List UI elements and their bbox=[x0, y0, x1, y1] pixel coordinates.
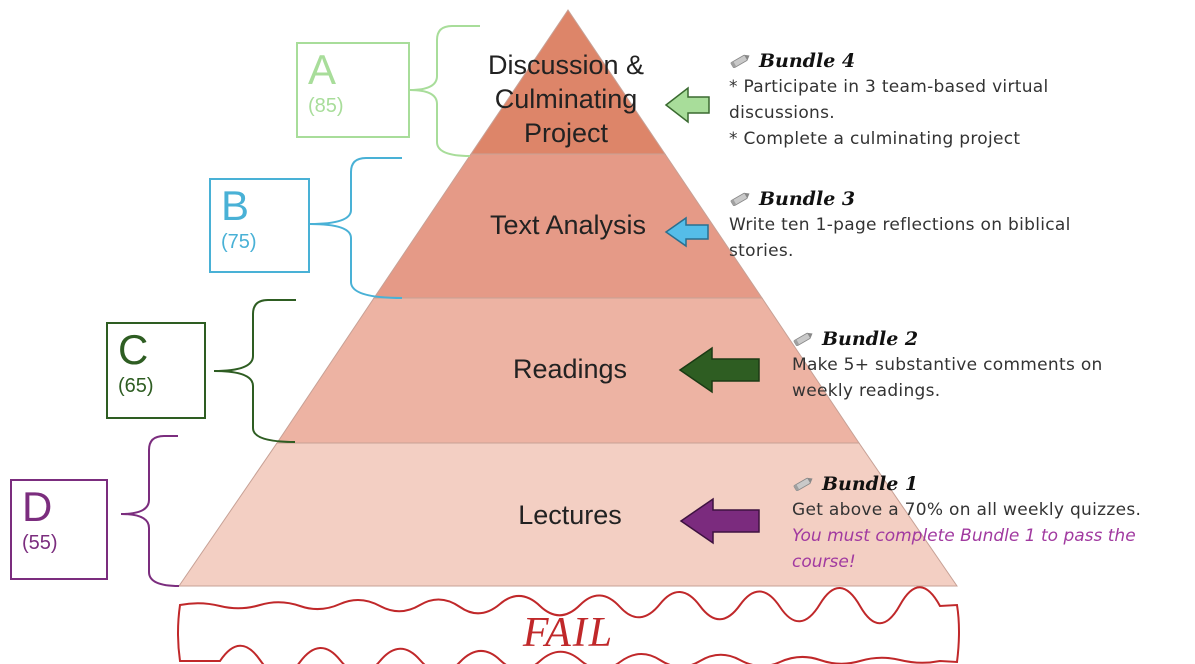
layer-label-lectures: Lectures bbox=[470, 498, 670, 532]
arrow-readings bbox=[678, 346, 760, 394]
layer-label-text-analysis-line-1: Text Analysis bbox=[489, 210, 647, 240]
bundle-4-title: Bundle 4 bbox=[759, 50, 856, 72]
bundle-4: Bundle 4 * Participate in 3 team-based v… bbox=[729, 48, 1179, 152]
layer-label-discussion: Discussion & Culminating Project bbox=[460, 48, 672, 150]
bundle-3-title: Bundle 3 bbox=[759, 188, 856, 210]
layer-label-readings: Readings bbox=[470, 352, 670, 386]
bundle-3-title-row: Bundle 3 bbox=[729, 186, 1179, 212]
brace-c bbox=[213, 299, 296, 443]
layer-label-discussion-line-1: Discussion & bbox=[487, 50, 645, 80]
bundle-4-line-2: discussions. bbox=[729, 103, 835, 123]
bundle-4-line-1: * Participate in 3 team-based virtual bbox=[729, 77, 1049, 97]
layer-label-readings-line-1: Readings bbox=[512, 354, 628, 384]
bundle-2-line-1: Make 5+ substantive comments on bbox=[792, 355, 1103, 375]
layer-label-discussion-line-3: Project bbox=[523, 118, 609, 148]
bundle-3-line-1: Write ten 1-page reflections on biblical bbox=[729, 215, 1071, 235]
bundle-1-note-line-1: You must complete Bundle 1 to pass the bbox=[792, 526, 1136, 546]
grade-letter-c: C bbox=[118, 326, 149, 373]
grade-box-b: B (75) bbox=[209, 178, 310, 273]
fail-frame bbox=[177, 586, 960, 664]
bundle-2-title: Bundle 2 bbox=[822, 328, 919, 350]
bundle-1: Bundle 1 Get above a 70% on all weekly q… bbox=[792, 471, 1192, 575]
bundle-2: Bundle 2 Make 5+ substantive comments on… bbox=[792, 326, 1182, 404]
brace-d bbox=[120, 435, 180, 587]
bundle-1-title-row: Bundle 1 bbox=[792, 471, 1192, 497]
grade-box-d: D (55) bbox=[10, 479, 108, 580]
bundle-2-line-2: weekly readings. bbox=[792, 381, 941, 401]
pencil-icon bbox=[730, 54, 750, 68]
grade-score-b: (75) bbox=[221, 231, 257, 253]
layer-discussion bbox=[470, 9, 666, 155]
bundle-4-line-3: * Complete a culminating project bbox=[729, 129, 1021, 149]
grade-box-c: C (65) bbox=[106, 322, 206, 419]
bundle-1-line-1: Get above a 70% on all weekly quizzes. bbox=[792, 500, 1142, 520]
brace-b bbox=[309, 157, 403, 299]
layer-label-text-analysis: Text Analysis bbox=[466, 208, 670, 242]
grade-score-c: (65) bbox=[118, 375, 154, 397]
bundle-4-title-row: Bundle 4 bbox=[729, 48, 1179, 74]
bundle-3-line-2: stories. bbox=[729, 241, 794, 261]
pencil-icon bbox=[793, 477, 813, 491]
bundle-2-title-row: Bundle 2 bbox=[792, 326, 1182, 352]
fail-label: FAIL bbox=[522, 610, 615, 656]
bundle-1-title: Bundle 1 bbox=[822, 473, 919, 495]
arrow-lectures bbox=[679, 497, 760, 545]
grade-score-a: (85) bbox=[308, 95, 344, 117]
grade-letter-d: D bbox=[22, 483, 53, 530]
arrow-discussion bbox=[664, 86, 710, 124]
pencil-icon bbox=[793, 332, 813, 346]
grade-box-a: A (85) bbox=[296, 42, 410, 138]
bundle-3: Bundle 3 Write ten 1-page reflections on… bbox=[729, 186, 1179, 264]
bundle-1-note-line-2: course! bbox=[792, 552, 856, 572]
layer-label-discussion-line-2: Culminating bbox=[494, 84, 638, 114]
grade-score-d: (55) bbox=[22, 532, 58, 554]
grade-letter-b: B bbox=[221, 182, 250, 229]
grade-letter-a: A bbox=[308, 46, 337, 93]
layer-label-lectures-line-1: Lectures bbox=[518, 500, 622, 530]
brace-a bbox=[409, 25, 480, 157]
arrow-text-analysis bbox=[664, 216, 709, 248]
pencil-icon bbox=[730, 192, 750, 206]
